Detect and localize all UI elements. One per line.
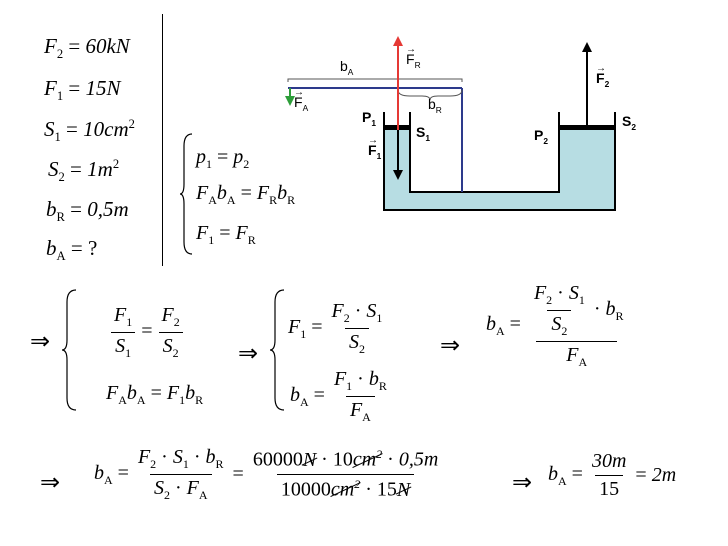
given-divider bbox=[162, 14, 163, 266]
given-br: bR = 0,5m bbox=[46, 197, 129, 225]
label-br: bR bbox=[428, 96, 442, 115]
given-f2: F2 = 60kN bbox=[44, 34, 130, 62]
implies-arrow-3: ⇒ bbox=[440, 331, 461, 359]
container-outline bbox=[383, 112, 616, 211]
implies-arrow-5: ⇒ bbox=[512, 468, 533, 496]
piston-large bbox=[559, 125, 615, 130]
label-p2: P2 bbox=[534, 127, 549, 146]
label-p1: P1 bbox=[362, 109, 377, 128]
arrow-fa-head bbox=[285, 96, 295, 106]
given-f1: F1 = 15N bbox=[44, 76, 121, 104]
system-brace bbox=[180, 133, 193, 255]
given-s2: S2 = 1m2 bbox=[48, 157, 120, 185]
fluid bbox=[384, 130, 615, 210]
arrow-f2-head bbox=[582, 42, 592, 52]
system-row-1: p1 = p2 bbox=[196, 146, 250, 171]
dimension-ba bbox=[287, 78, 463, 82]
dimension-br bbox=[397, 89, 463, 101]
implies-arrow-4: ⇒ bbox=[40, 468, 61, 496]
label-ba: bA bbox=[340, 58, 354, 77]
step1-brace bbox=[62, 289, 77, 411]
label-f2: F→2 bbox=[596, 63, 610, 89]
label-f1: F→1 bbox=[368, 135, 382, 161]
arrow-fr-head bbox=[393, 36, 403, 46]
system-row-2: FAbA = FRbR bbox=[196, 182, 296, 207]
implies-arrow-1: ⇒ bbox=[30, 327, 51, 355]
arrow-f1-head bbox=[393, 170, 403, 180]
given-ba: bA = ? bbox=[46, 236, 98, 264]
label-fa: F→A bbox=[294, 87, 309, 113]
system-row-3: F1 = FR bbox=[196, 222, 256, 247]
given-s1: S1 = 10cm2 bbox=[44, 117, 135, 145]
label-fr: F→R bbox=[406, 44, 421, 70]
implies-arrow-2: ⇒ bbox=[238, 339, 259, 367]
hydraulic-diagram bbox=[285, 36, 616, 211]
label-s1: S1 bbox=[416, 124, 431, 143]
step2-brace bbox=[270, 289, 285, 411]
label-s2: S2 bbox=[622, 113, 637, 132]
step1-row-2: FAbA = F1bR bbox=[106, 382, 204, 407]
final-expression: bA = F2 · S1 · bR S2 · FA = 60000N · 10c… bbox=[94, 446, 439, 502]
